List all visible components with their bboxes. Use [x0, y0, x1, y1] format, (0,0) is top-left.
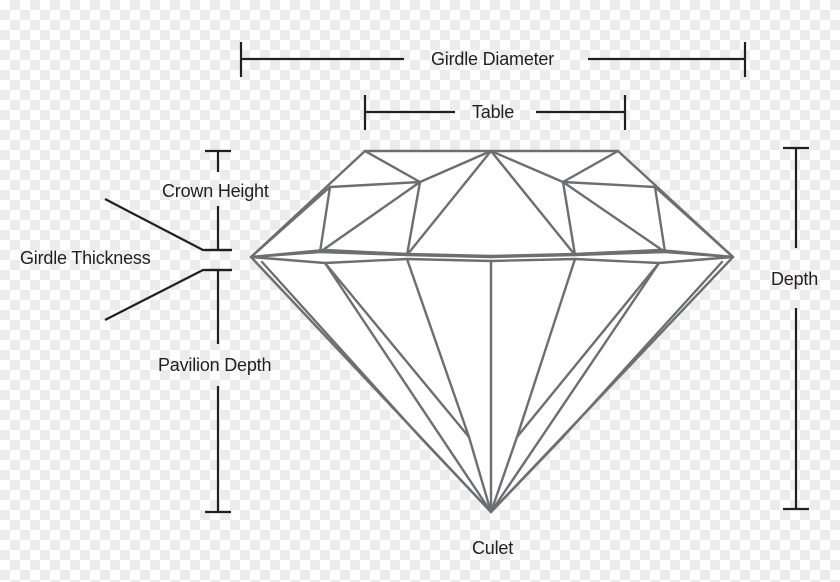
- pavilion-depth-label: Pavilion Depth: [158, 355, 272, 375]
- girdle-diameter-dimension: [239, 42, 747, 77]
- diamond: [249, 149, 735, 514]
- culet-label: Culet: [472, 538, 514, 558]
- depth-label: Depth: [771, 269, 819, 289]
- pavilion-depth-dimension: [205, 268, 231, 514]
- diamond-crown-facets: [249, 149, 735, 259]
- girdle-diameter-label: Girdle Diameter: [431, 49, 555, 69]
- table-label: Table: [472, 102, 515, 122]
- crown-height-label: Crown Height: [162, 181, 269, 201]
- measurement-lines: [104, 42, 809, 514]
- diamond-pavilion-facets: [260, 257, 724, 514]
- girdle-thickness-label: Girdle Thickness: [20, 248, 151, 268]
- table-dimension: [363, 95, 627, 130]
- depth-dimension: [783, 146, 809, 511]
